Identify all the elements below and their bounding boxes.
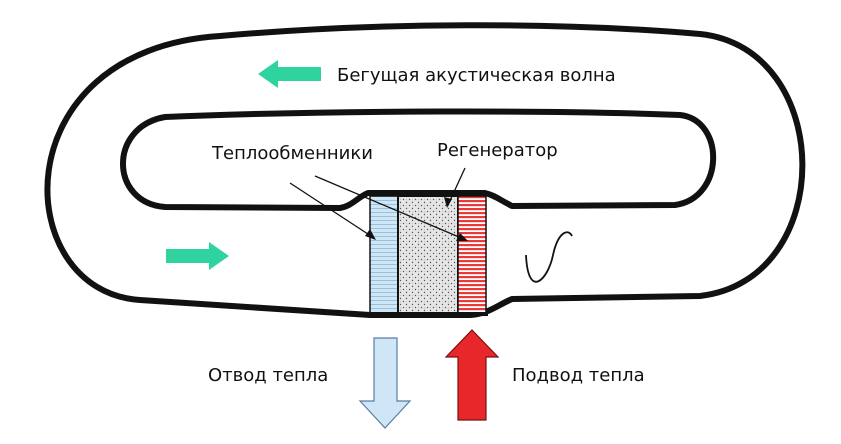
heat-out-label: Отвод тепла xyxy=(208,365,328,386)
pointer-line-cold xyxy=(289,182,375,239)
flow-arrow-left-icon xyxy=(258,60,321,88)
heat-in-label: Подвод тепла xyxy=(512,365,645,386)
cold-heat-exchanger xyxy=(369,195,399,315)
heat-out-arrow-icon xyxy=(358,337,412,429)
pointer-arrowhead-cold xyxy=(365,229,376,240)
hot-heat-exchanger xyxy=(457,195,487,315)
outer-tube xyxy=(44,22,806,318)
exchangers-label: Теплообменники xyxy=(211,143,373,164)
pointer-arrowhead-hot xyxy=(456,233,468,241)
regenerator-label: Регенератор xyxy=(437,140,558,161)
regenerator-block xyxy=(397,195,459,315)
pointer-line-hot xyxy=(314,175,467,241)
flow-arrow-right-icon xyxy=(166,242,229,270)
heat-in-arrow-icon xyxy=(444,329,500,421)
wave-label: Бегущая акустическая волна xyxy=(337,65,616,86)
wave-squiggle xyxy=(525,231,573,283)
pointer-arrowhead-regenerator xyxy=(444,197,452,208)
